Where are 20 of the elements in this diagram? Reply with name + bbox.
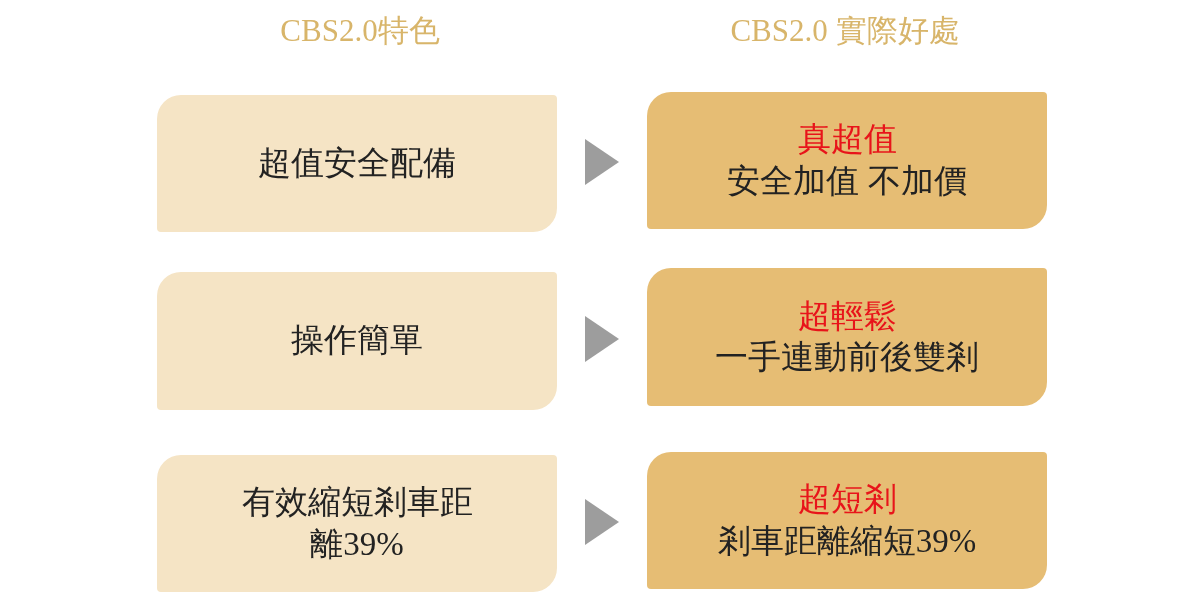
benefit-heading: 真超值	[797, 120, 897, 160]
box-text: 超值安全配備	[258, 143, 456, 183]
column-heading: CBS2.0特色	[280, 12, 440, 50]
benefit-box	[647, 92, 1047, 229]
feature-box	[157, 95, 557, 232]
box-text: 操作簡單	[291, 321, 423, 361]
arrow	[585, 499, 619, 545]
benefit-heading: 超短剎	[797, 480, 897, 520]
arrow	[585, 316, 619, 362]
box-text: 安全加值 不加價	[727, 161, 967, 201]
feature-box	[157, 455, 557, 592]
column-heading: CBS2.0 實際好處	[730, 12, 960, 50]
feature-box	[157, 272, 557, 410]
benefit-box	[647, 268, 1047, 406]
box-text: 有效縮短剎車距離39%	[240, 483, 474, 564]
arrow	[585, 139, 619, 185]
benefit-box	[647, 452, 1047, 589]
benefit-heading: 超輕鬆	[797, 296, 897, 336]
box-text: 一手連動前後雙剎	[715, 338, 979, 377]
box-text: 剎車距離縮短39%	[717, 521, 977, 561]
